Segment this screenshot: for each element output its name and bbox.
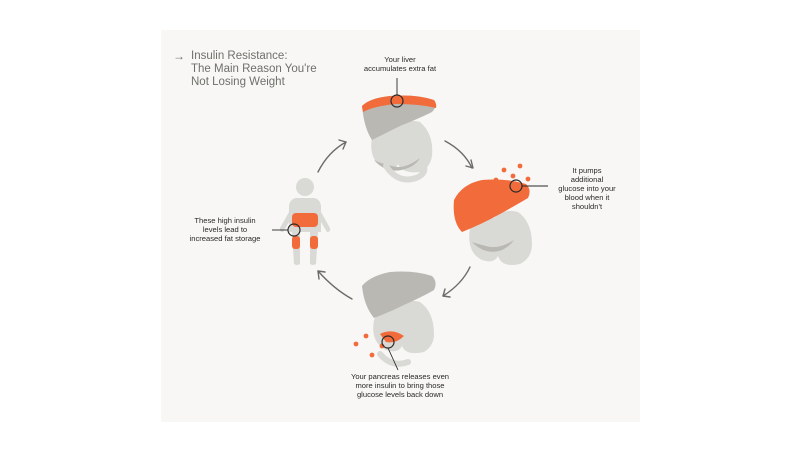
cycle-arrow-bottom-left xyxy=(317,270,353,300)
title-line-2: The Main Reason You're xyxy=(191,63,317,75)
arrow-right-icon: → xyxy=(173,49,185,63)
diagram-panel xyxy=(161,30,640,422)
diagram-title: → Insulin Resistance: The Main Reason Yo… xyxy=(173,50,353,89)
title-line-3: Not Losing Weight xyxy=(191,76,285,88)
title-line-1: Insulin Resistance: xyxy=(191,50,288,62)
arrowhead-3 xyxy=(442,288,451,298)
cycle-arrow-top-left xyxy=(317,141,347,173)
step-2-line-3: glucose into your xyxy=(558,184,616,193)
step-4-line-2: levels lead to xyxy=(202,225,248,234)
step-3-line-1: Your pancreas releases even xyxy=(350,372,450,381)
cycle-arrow-top-right xyxy=(444,140,473,169)
step-1-line-1: Your liver xyxy=(384,55,416,64)
step-3-line-2: more insulin to bring those xyxy=(355,381,445,390)
liver-fat-illustration xyxy=(362,78,437,183)
step-label-fat-storage: These high insulin levels lead to increa… xyxy=(175,216,275,243)
step-2-line-2: additional xyxy=(570,175,604,184)
step-4-line-3: increased fat storage xyxy=(189,234,261,243)
step-label-pancreas: Your pancreas releases even more insulin… xyxy=(330,372,470,399)
cycle-arrow-bottom-right xyxy=(442,266,471,297)
step-3-line-3: glucose levels back down xyxy=(356,390,444,399)
pancreas-illustration xyxy=(353,271,436,371)
step-4-line-1: These high insulin xyxy=(194,216,256,225)
step-1-line-2: accumulates extra fat xyxy=(363,64,437,73)
step-2-line-1: It pumps xyxy=(572,166,602,175)
step-label-glucose: It pumps additional glucose into your bl… xyxy=(552,166,622,211)
liver-glucose-illustration xyxy=(453,163,548,265)
arrowhead-1 xyxy=(338,139,347,150)
step-2-line-4: blood when it xyxy=(564,193,610,202)
arrowhead-2 xyxy=(465,159,474,169)
arrowhead-4 xyxy=(317,270,326,280)
step-2-line-5: shouldn't xyxy=(571,202,603,211)
step-label-liver: Your liver accumulates extra fat xyxy=(352,55,448,73)
human-figure-illustration xyxy=(272,178,331,265)
